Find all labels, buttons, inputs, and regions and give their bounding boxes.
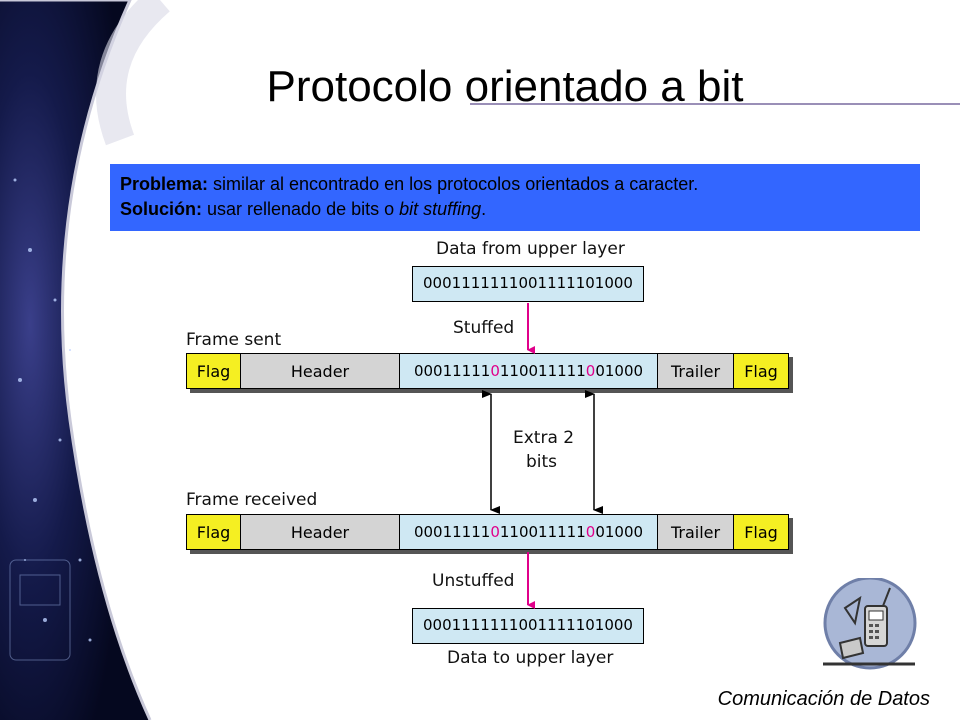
stuffed-bit: 0 — [585, 523, 596, 541]
problem-line: Problema: similar al encontrado en los p… — [120, 172, 910, 197]
payload-bits: 01000 — [595, 523, 644, 541]
frame-received-label: Frame received — [186, 490, 318, 510]
title-underline — [470, 103, 960, 105]
unstuffed-label: Unstuffed — [432, 571, 515, 591]
flag-cell: Flag — [734, 515, 788, 549]
problem-label: Problema: — [120, 174, 209, 194]
stuffed-bit: 0 — [490, 523, 500, 541]
footer-text: Comunicación de Datos — [717, 688, 930, 710]
payload-bits: 110011111 — [499, 523, 586, 541]
flag-cell: Flag — [187, 515, 241, 549]
data-to-upper-layer-label: Data to upper layer — [447, 648, 614, 668]
solution-text-2: . — [481, 199, 487, 219]
header-cell: Header — [241, 354, 400, 388]
extra-bits-label-1: Extra 2 — [513, 428, 575, 448]
slide-title: Protocolo orientado a bit — [266, 62, 744, 111]
payload-bits: 00011111 — [413, 523, 491, 541]
bottom-data-box: 0001111111001111101000 — [412, 608, 644, 644]
payload-bits: 110011111 — [499, 362, 586, 380]
solution-text-italic: bit stuffing — [399, 199, 482, 219]
solution-line: Solución: usar rellenado de bits o bit s… — [120, 197, 910, 222]
extra-bits-label-2: bits — [526, 452, 558, 472]
stuffed-bit: 0 — [490, 362, 500, 380]
solution-text-1: usar rellenado de bits o — [202, 199, 400, 219]
communications-logo-icon — [823, 578, 917, 670]
header-cell: Header — [241, 515, 400, 549]
stuffed-label: Stuffed — [453, 318, 515, 338]
solution-label: Solución: — [120, 199, 202, 219]
trailer-cell: Trailer — [658, 354, 734, 388]
data-from-upper-layer-label: Data from upper layer — [436, 239, 625, 259]
frame-sent-label: Frame sent — [186, 330, 282, 350]
flag-cell: Flag — [734, 354, 788, 388]
bit-stuffing-diagram: Data from upper layer 000111111100111110… — [186, 238, 792, 668]
top-data-box: 0001111111001111101000 — [412, 266, 644, 302]
trailer-cell: Trailer — [658, 515, 734, 549]
flag-cell: Flag — [187, 354, 241, 388]
payload-bits: 01000 — [595, 362, 644, 380]
arrows-layer — [482, 303, 603, 609]
problem-text: similar al encontrado en los protocolos … — [208, 174, 699, 194]
problem-solution-box: Problema: similar al encontrado en los p… — [110, 164, 920, 231]
stuffed-bit: 0 — [585, 362, 596, 380]
payload-bits: 00011111 — [413, 362, 491, 380]
